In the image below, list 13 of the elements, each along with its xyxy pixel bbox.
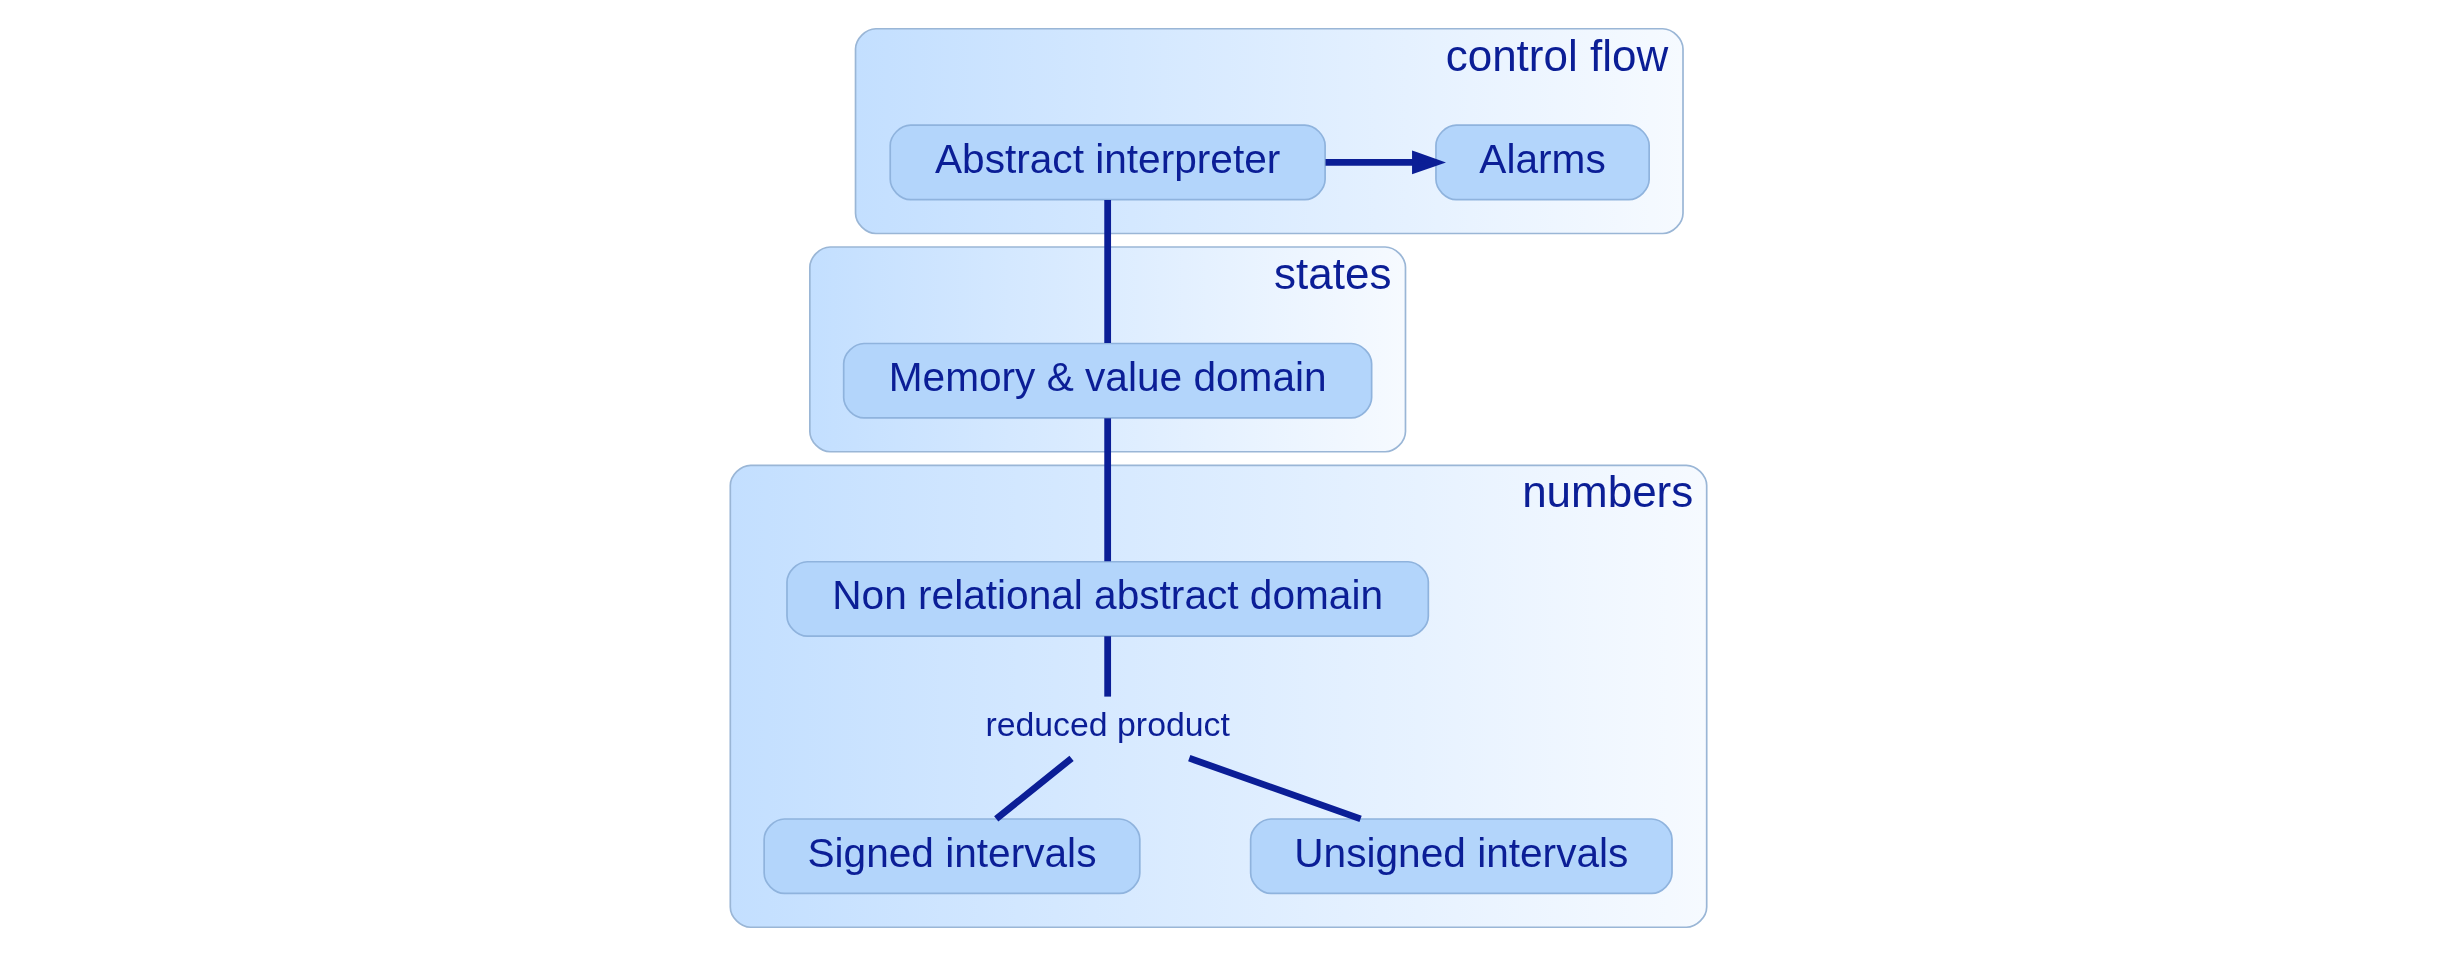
connector bbox=[1104, 418, 1112, 562]
connector bbox=[1188, 755, 1362, 823]
node-box: Alarms bbox=[1435, 124, 1650, 201]
node-box: Unsigned intervals bbox=[1249, 818, 1673, 895]
node-text: reduced product bbox=[985, 705, 1230, 744]
connector bbox=[1104, 636, 1112, 697]
node-box: Signed intervals bbox=[763, 818, 1141, 895]
node-box: Non relational abstract domain bbox=[786, 560, 1430, 638]
connector bbox=[1104, 200, 1112, 343]
node-box: Abstract interpreter bbox=[889, 124, 1326, 201]
connector bbox=[994, 755, 1074, 822]
arrow bbox=[1325, 150, 1446, 175]
node-box: Memory & value domain bbox=[842, 342, 1373, 419]
